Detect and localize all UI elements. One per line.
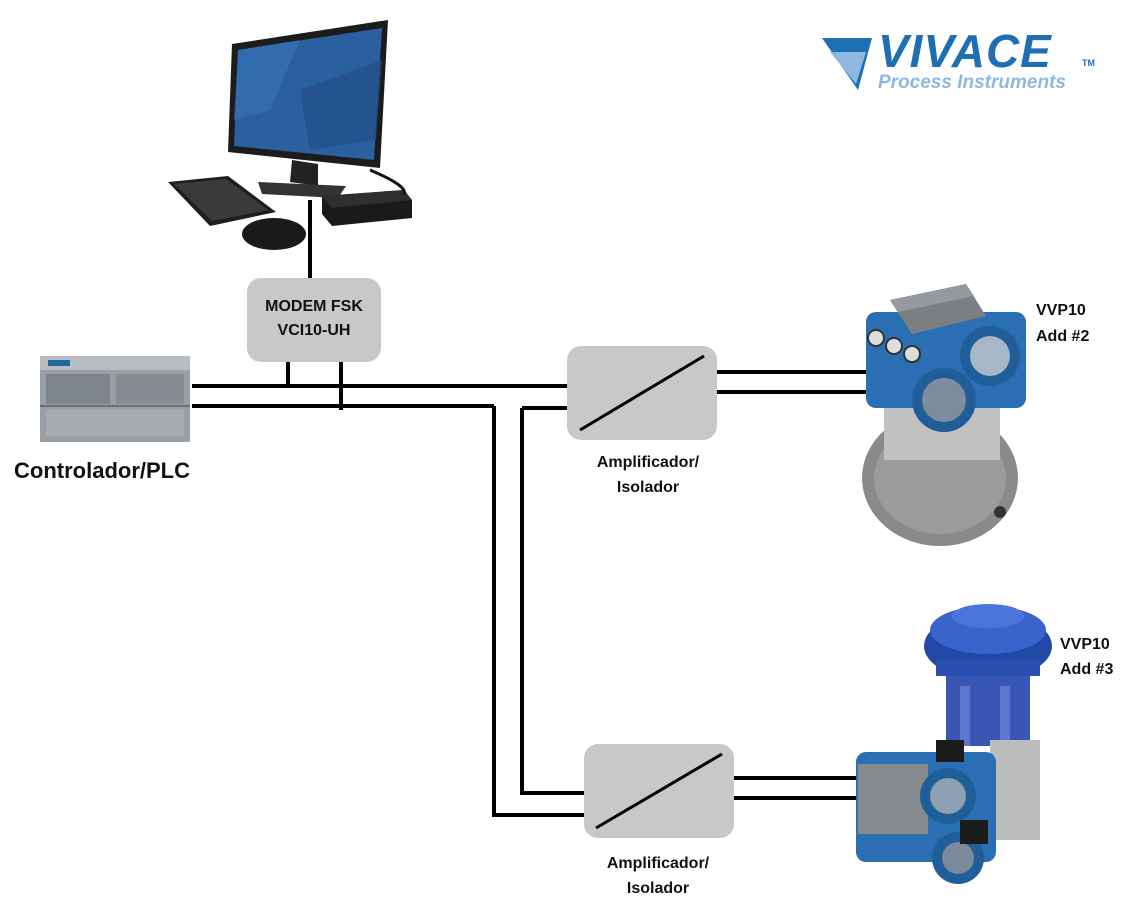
device-2-name: VVP10 <box>1060 636 1110 653</box>
drop-outer <box>492 406 585 817</box>
device-2-address: Add #3 <box>1060 661 1114 678</box>
amplifier-box-2 <box>584 744 734 838</box>
wiring <box>192 200 888 817</box>
logo-brand: VIVACE <box>878 25 1052 77</box>
valve-positioner-icon <box>862 284 1026 546</box>
amplifier-1-label-line2: Isolador <box>616 479 680 496</box>
amplifier-box-1 <box>567 346 717 440</box>
logo-tagline: Process Instruments <box>878 72 1066 93</box>
device-1-address: Add #2 <box>1036 328 1090 345</box>
drop-inner <box>520 408 585 795</box>
desktop-computer-icon <box>168 20 412 250</box>
amplifier-2-label-line2: Isolador <box>626 880 690 897</box>
modem-box <box>247 278 381 362</box>
plc-label: Controlador/PLC <box>14 458 190 483</box>
actuator-valve-icon <box>856 604 1052 884</box>
plc-controller-icon <box>40 356 190 442</box>
device-1-name: VVP10 <box>1036 302 1086 319</box>
modem-label-line2: VCI10-UH <box>277 322 351 339</box>
logo-trademark: TM <box>1082 58 1095 68</box>
amplifier-1-label-line1: Amplificador/ <box>596 454 700 471</box>
amplifier-2-label-line1: Amplificador/ <box>606 855 710 872</box>
modem-label-line1: MODEM FSK <box>265 298 363 315</box>
logo-swoosh-icon <box>822 38 872 90</box>
